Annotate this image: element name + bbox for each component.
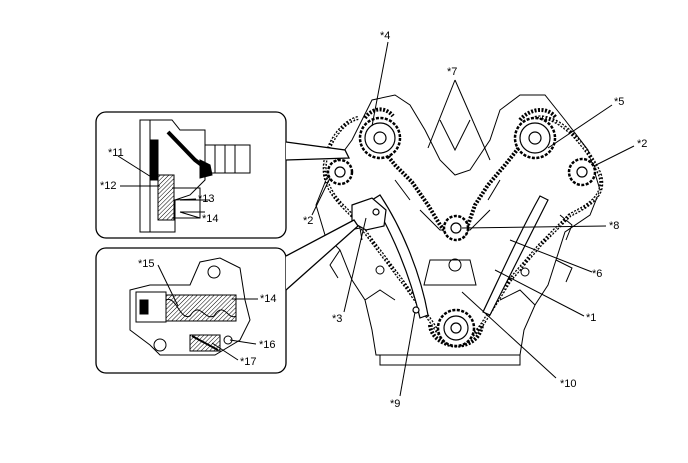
label-1: *1 <box>586 312 597 324</box>
label-15: *15 <box>138 258 155 270</box>
label-3: *3 <box>332 313 343 325</box>
label-6: *6 <box>592 268 603 280</box>
label-11: *11 <box>108 147 124 159</box>
leader-lines <box>117 41 635 397</box>
label-10: *10 <box>560 378 577 390</box>
label-5: *5 <box>614 96 625 108</box>
label-16: *16 <box>259 339 276 351</box>
label-9: *9 <box>390 398 401 410</box>
label-2-right: *2 <box>637 138 648 150</box>
label-13: *13 <box>198 193 215 205</box>
label-14-upper: *14 <box>202 213 219 225</box>
label-2-left: *2 <box>303 215 314 227</box>
label-4: *4 <box>380 30 391 42</box>
label-7: *7 <box>447 66 458 78</box>
inset-upper-drawing <box>139 119 251 233</box>
label-17: *17 <box>240 356 257 368</box>
label-8: *8 <box>609 220 620 232</box>
chain-guides <box>351 194 549 319</box>
label-14-lower: *14 <box>260 293 277 305</box>
sprockets <box>326 116 597 348</box>
label-12: *12 <box>100 180 117 192</box>
inset-lower-drawing <box>129 257 251 356</box>
